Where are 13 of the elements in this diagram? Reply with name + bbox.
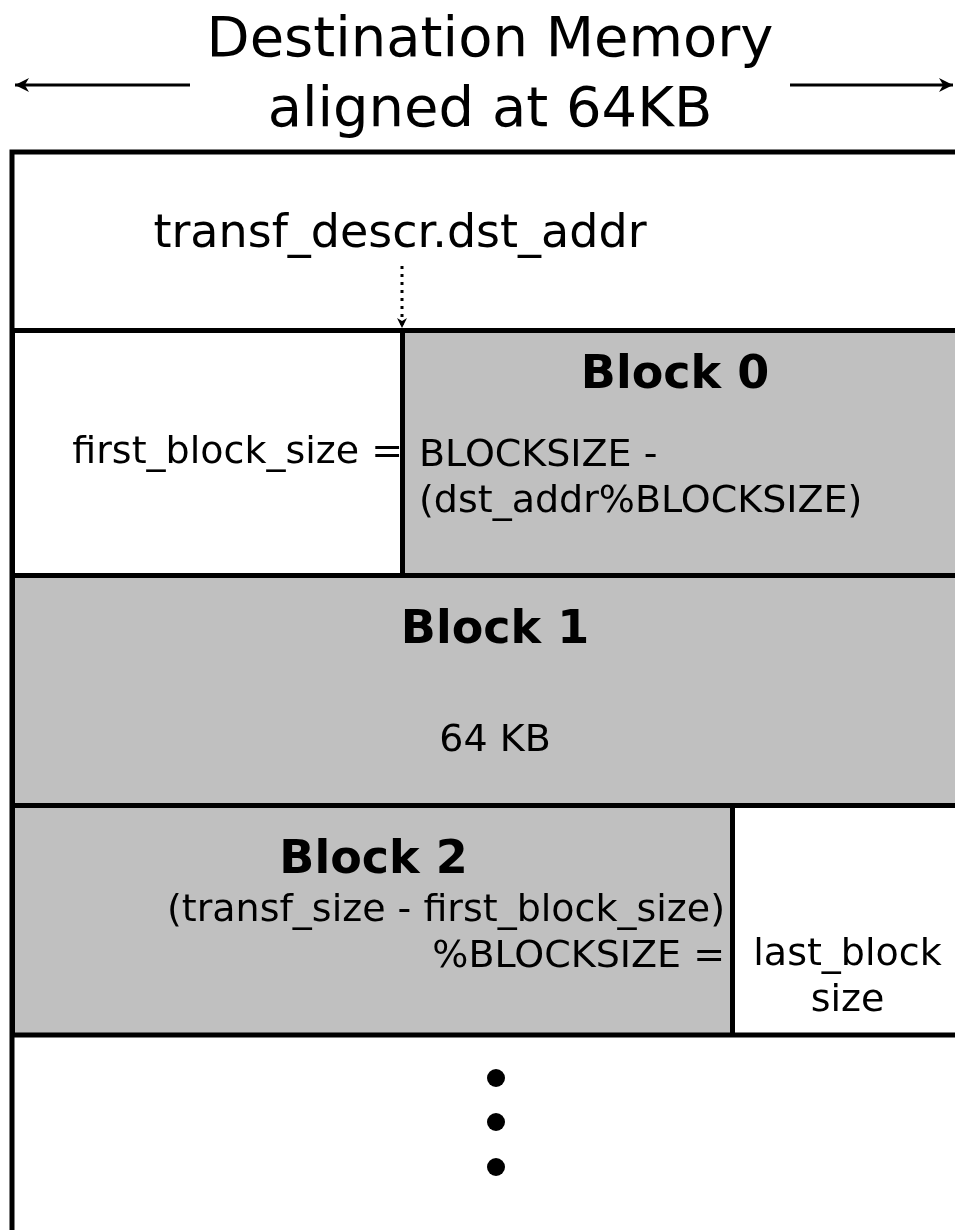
block-title: Block 1 (399, 602, 591, 653)
size-formula-label: first_block_size = (71, 428, 403, 474)
size-label: 64 KB (438, 716, 552, 762)
block-title: Block 2 (278, 832, 469, 883)
memory-block (400, 328, 955, 573)
block-title: Block 0 (579, 347, 771, 398)
memory-cell (730, 803, 955, 1033)
size-formula-label: (transf_size - first_block_size) %BLOCKSIZE = (165, 886, 725, 978)
size-label: last_block size (752, 930, 943, 1022)
size-formula-label: BLOCKSIZE - (dst_addr%BLOCKSIZE) (419, 431, 864, 523)
diagram-title: Destination Memory aligned at 64KB (205, 3, 775, 141)
leader-arrow (397, 266, 407, 328)
address-label: transf_descr.dst_addr (100, 196, 700, 266)
